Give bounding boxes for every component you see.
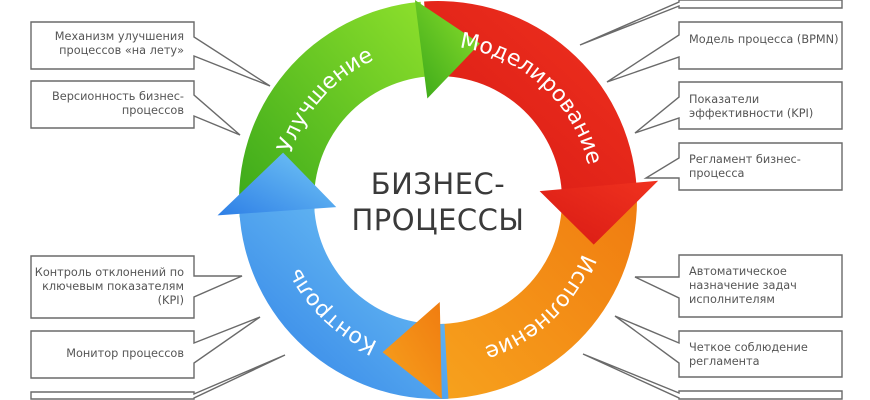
note-versioning: Версионность бизнес-процессов — [52, 90, 184, 117]
note-bpmn-model: Модель процесса (BPMN) — [689, 33, 839, 46]
note-process-monitor: Монитор процессов — [66, 347, 184, 360]
callout-box-left-4 — [30, 316, 261, 379]
stage-execution-arc — [438, 200, 637, 399]
center-title-line1: БИЗНЕС- — [370, 167, 506, 201]
stage-execution-arrowhead — [382, 301, 442, 399]
callout-box-right-3 — [643, 142, 843, 191]
stage-control-arrowhead — [217, 152, 337, 216]
stage-modeling-arrowhead — [539, 180, 659, 245]
callout-box-left-2 — [30, 80, 241, 136]
callout-box-right-1 — [606, 21, 843, 83]
callout-box-left-5 — [30, 354, 286, 400]
note-auto-assignment: Автоматическое назначение задач исполнит… — [689, 265, 797, 306]
callout-box-left-3 — [30, 255, 243, 319]
callout-box-right-6 — [582, 353, 843, 400]
callout-box-right-5 — [614, 315, 843, 378]
note-regulation: Регламент бизнес-процесса — [689, 153, 801, 180]
center-title: БИЗНЕС- ПРОЦЕССЫ — [338, 166, 538, 238]
callout-box-right-0 — [579, 0, 843, 46]
note-improvement-on-the-fly: Механизм улучшения процессов «на лету» — [54, 30, 184, 57]
stage-improvement-arrowhead — [414, 0, 480, 99]
note-kpi-deviation-control: Контроль отклонений по ключевым показате… — [34, 266, 184, 307]
callout-box-right-4 — [634, 254, 843, 318]
note-regulation-compliance: Четкое соблюдение регламента — [689, 341, 808, 368]
callout-box-left-1 — [30, 21, 271, 87]
callout-box-right-2 — [634, 81, 843, 134]
stage-modeling-arc — [424, 0, 637, 192]
note-kpi: Показатели эффективности (KPI) — [689, 93, 814, 120]
center-title-line2: ПРОЦЕССЫ — [351, 203, 525, 237]
